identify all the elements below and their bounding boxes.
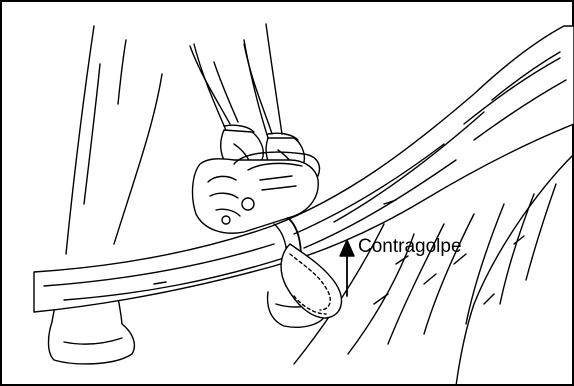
- operator-arms: [190, 44, 298, 140]
- chainsaw-kickback-illustration: [4, 4, 574, 386]
- kickback-label: Contragolpe: [358, 236, 462, 258]
- kickback-arrow: [340, 240, 354, 296]
